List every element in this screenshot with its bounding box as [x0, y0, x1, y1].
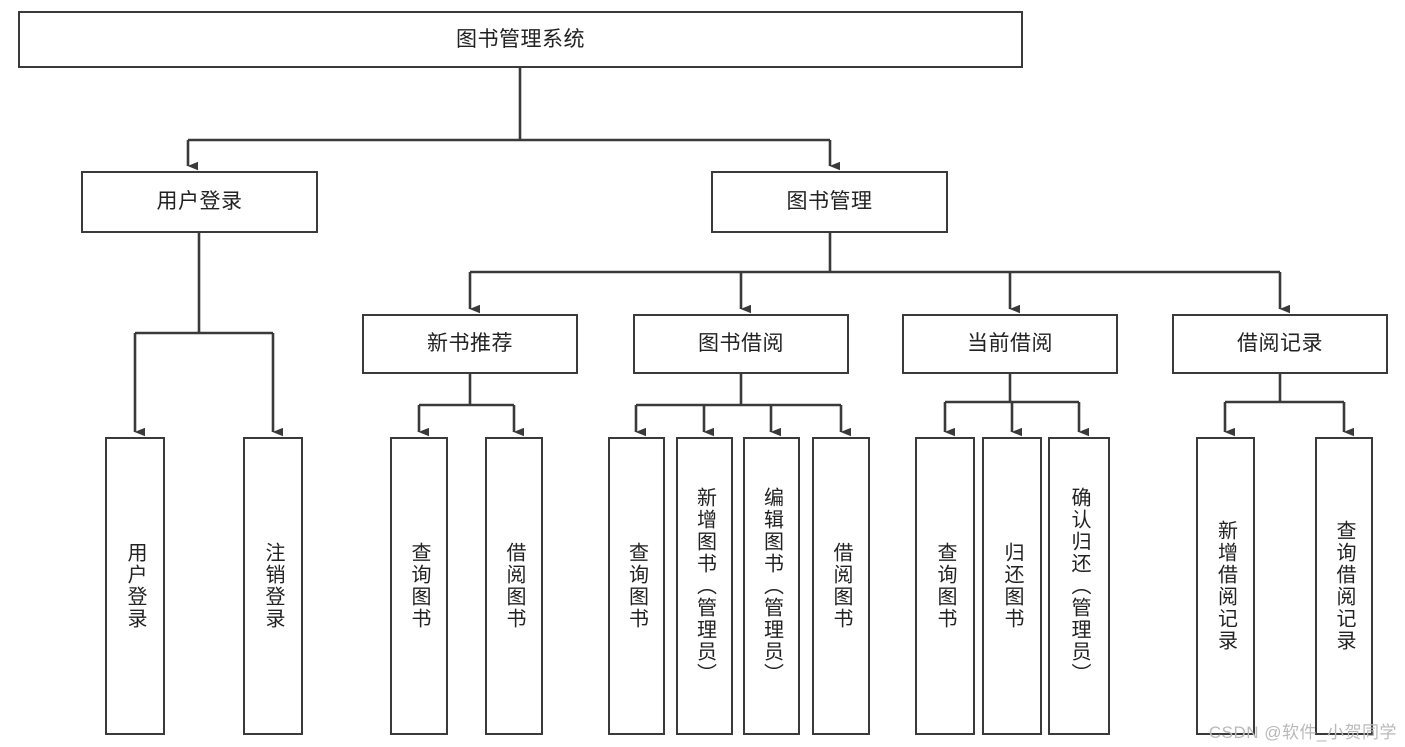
- node-leaf-query-book-3-label: 查询图书: [934, 542, 956, 630]
- node-new-book-recommend-label: 新书推荐: [427, 332, 513, 356]
- node-leaf-borrow-book-2-label: 借阅图书: [830, 542, 852, 630]
- node-title-label: 图书管理系统: [456, 27, 585, 51]
- node-leaf-query-book-2-label: 查询图书: [625, 542, 648, 630]
- node-leaf-logout-login[interactable]: 注销登录: [243, 437, 303, 735]
- node-leaf-edit-book-label: 编辑图书（管理员）: [760, 487, 783, 685]
- node-borrow-record-label: 借阅记录: [1237, 332, 1323, 356]
- node-leaf-return-book[interactable]: 归还图书: [982, 437, 1042, 735]
- node-title-box[interactable]: 图书管理系统: [18, 11, 1023, 68]
- node-leaf-borrow-book-2[interactable]: 借阅图书: [812, 437, 870, 735]
- node-leaf-borrow-book-1-label: 借阅图书: [503, 542, 525, 630]
- node-leaf-borrow-book-1[interactable]: 借阅图书: [485, 437, 543, 735]
- node-leaf-edit-book[interactable]: 编辑图书（管理员）: [743, 437, 800, 735]
- node-current-borrow-label: 当前借阅: [967, 332, 1053, 356]
- node-new-book-recommend[interactable]: 新书推荐: [362, 314, 578, 374]
- node-book-manage[interactable]: 图书管理: [711, 171, 948, 233]
- node-leaf-add-book-label: 新增图书（管理员）: [693, 487, 716, 685]
- node-leaf-confirm-return[interactable]: 确认归还（管理员）: [1048, 437, 1110, 735]
- node-book-borrow[interactable]: 图书借阅: [633, 314, 849, 374]
- node-borrow-record[interactable]: 借阅记录: [1172, 314, 1388, 374]
- node-leaf-query-book-1[interactable]: 查询图书: [390, 437, 448, 735]
- node-leaf-add-record[interactable]: 新增借阅记录: [1196, 437, 1255, 735]
- node-leaf-query-record[interactable]: 查询借阅记录: [1315, 437, 1373, 735]
- node-leaf-add-record-label: 新增借阅记录: [1214, 520, 1237, 652]
- node-leaf-query-book-1-label: 查询图书: [408, 542, 430, 630]
- node-leaf-query-record-label: 查询借阅记录: [1333, 520, 1355, 652]
- node-leaf-add-book[interactable]: 新增图书（管理员）: [676, 437, 733, 735]
- node-leaf-logout-login-label: 注销登录: [262, 542, 284, 630]
- node-book-borrow-label: 图书借阅: [698, 332, 784, 356]
- node-leaf-query-book-3[interactable]: 查询图书: [915, 437, 975, 735]
- node-leaf-query-book-2[interactable]: 查询图书: [608, 437, 665, 735]
- node-leaf-user-login[interactable]: 用户登录: [105, 437, 165, 735]
- node-user-login-label: 用户登录: [156, 190, 243, 214]
- node-book-manage-label: 图书管理: [786, 190, 873, 214]
- node-leaf-confirm-return-label: 确认归还（管理员）: [1068, 487, 1090, 685]
- node-current-borrow[interactable]: 当前借阅: [902, 314, 1118, 374]
- node-leaf-return-book-label: 归还图书: [1001, 542, 1023, 630]
- node-user-login[interactable]: 用户登录: [81, 171, 318, 233]
- node-leaf-user-login-label: 用户登录: [124, 542, 146, 630]
